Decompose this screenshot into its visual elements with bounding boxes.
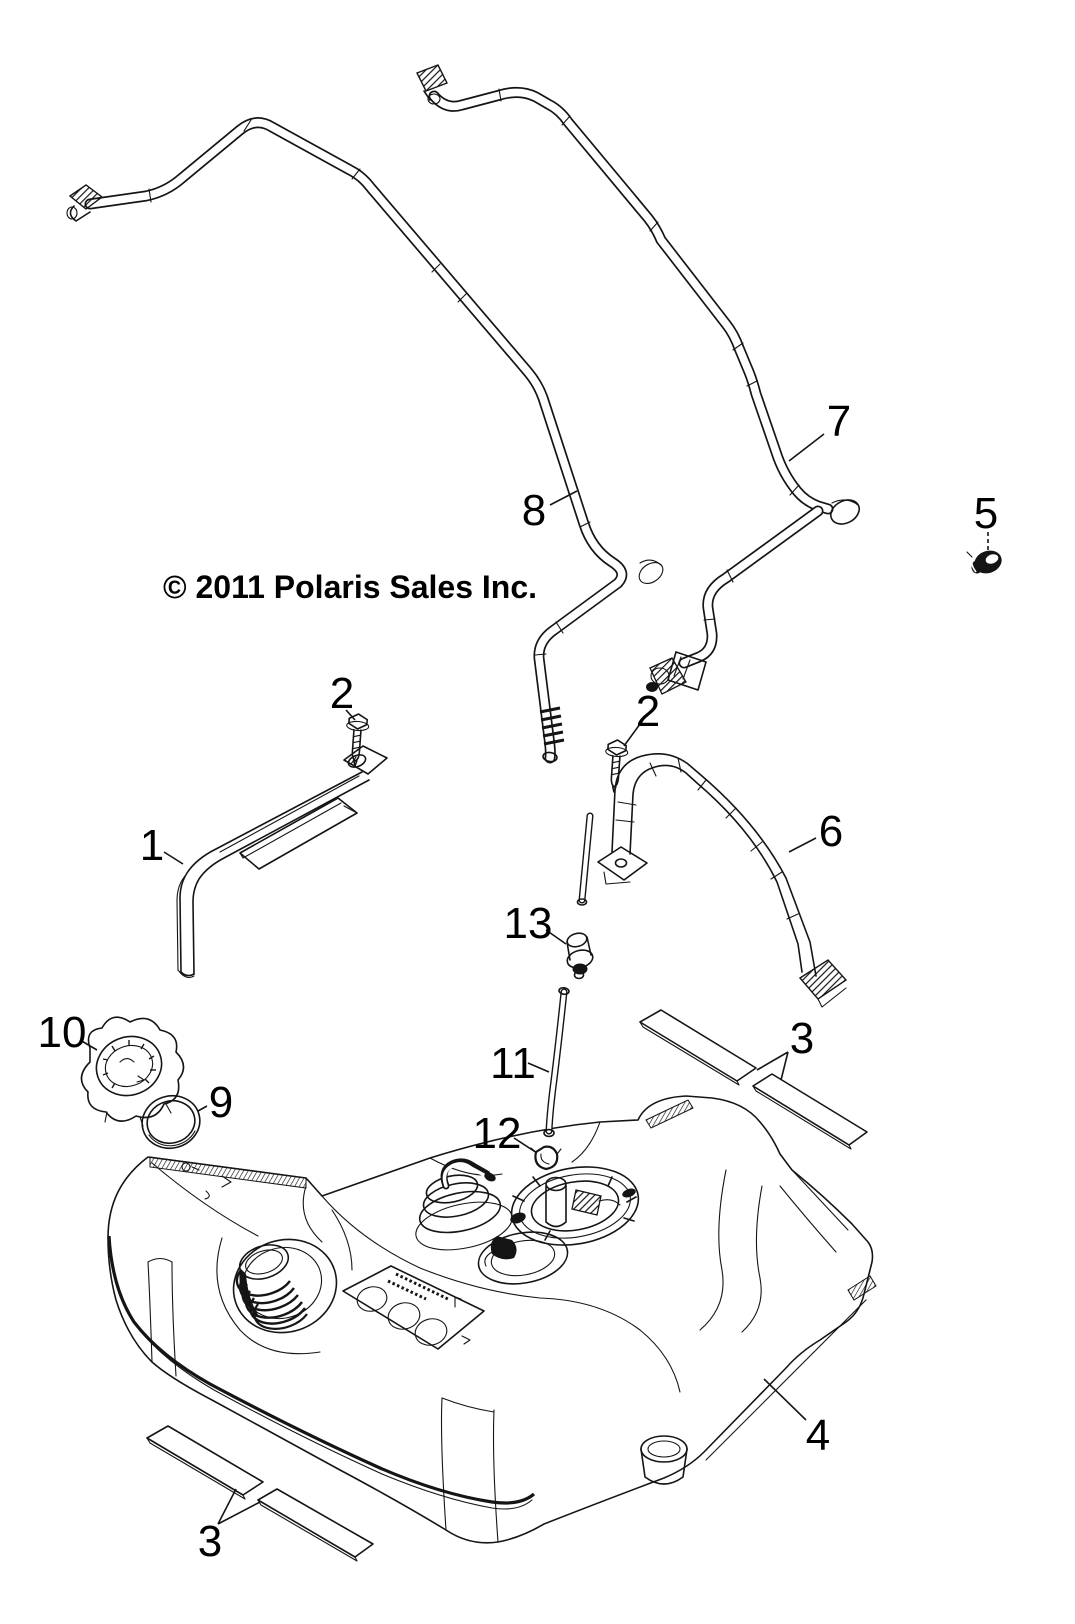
callout-3-bottom: 3 xyxy=(198,1488,261,1566)
callout-9-label: 9 xyxy=(209,1078,233,1127)
fuel-tank-4 xyxy=(107,1095,877,1544)
callout-12: 12 xyxy=(473,1109,538,1158)
callout-6: 6 xyxy=(788,807,843,856)
clip-5 xyxy=(966,550,1002,574)
callout-13-label: 13 xyxy=(504,899,553,948)
tank-fuel-sender xyxy=(415,1158,513,1251)
strap-1 xyxy=(176,745,388,979)
callout-6-label: 6 xyxy=(819,807,843,856)
callout-5: 5 xyxy=(974,489,998,550)
callout-13: 13 xyxy=(504,899,567,948)
callout-5-label: 5 xyxy=(974,489,998,538)
callout-3-right: 3 xyxy=(756,1014,814,1081)
callout-3-bottom-label: 3 xyxy=(198,1517,222,1566)
fuel-line-7-quick-connect xyxy=(646,651,707,695)
clip-12 xyxy=(530,1145,562,1171)
copyright-text: © 2011 Polaris Sales Inc. xyxy=(163,569,537,605)
callout-10: 10 xyxy=(38,1008,98,1057)
callout-2-left: 2 xyxy=(330,669,356,721)
tank-fuel-pump xyxy=(477,1166,640,1285)
fuel-line-8 xyxy=(66,117,664,764)
o-ring-9 xyxy=(141,1094,201,1150)
callout-8: 8 xyxy=(522,486,578,535)
tank-drain-cup xyxy=(640,1435,688,1485)
vent-tube-11 xyxy=(543,986,570,1138)
fuel-cap-10 xyxy=(80,1016,185,1127)
fuel-line-8-connector xyxy=(66,184,104,222)
foam-strip-under-strap-1 xyxy=(239,797,358,870)
callout-12-label: 12 xyxy=(473,1109,522,1158)
callout-2-left-label: 2 xyxy=(330,669,354,718)
tank-warning-label xyxy=(342,1265,485,1350)
fuel-line-8-ribbed-end xyxy=(539,706,565,763)
callout-11: 11 xyxy=(490,1039,550,1088)
callout-3-right-label: 3 xyxy=(790,1014,814,1063)
fuel-line-7 xyxy=(416,64,861,695)
callout-1-label: 1 xyxy=(140,821,164,870)
tank-filler-neck xyxy=(232,1238,338,1334)
callout-10-label: 10 xyxy=(38,1008,87,1057)
fuel-line-7-elbow-end xyxy=(829,499,861,525)
callout-7-label: 7 xyxy=(827,397,851,446)
callout-7: 7 xyxy=(788,397,851,462)
callout-4-label: 4 xyxy=(806,1411,830,1460)
callout-2-right: 2 xyxy=(623,687,660,747)
callout-1: 1 xyxy=(140,821,184,870)
callout-4: 4 xyxy=(763,1378,830,1460)
callout-11-label: 11 xyxy=(490,1039,536,1088)
foam-strips-bottom xyxy=(146,1425,374,1562)
foam-strips-right xyxy=(639,1009,868,1150)
callout-2-right-label: 2 xyxy=(636,687,660,736)
callout-8-label: 8 xyxy=(522,486,546,535)
fuel-line-7-connector xyxy=(416,64,448,105)
fitting-13 xyxy=(566,932,594,980)
strap-6 xyxy=(597,753,848,1008)
callouts-layer: 1 2 2 3 3 4 5 6 xyxy=(38,397,999,1566)
callout-9: 9 xyxy=(197,1078,233,1127)
vent-tube-upper xyxy=(576,812,594,906)
